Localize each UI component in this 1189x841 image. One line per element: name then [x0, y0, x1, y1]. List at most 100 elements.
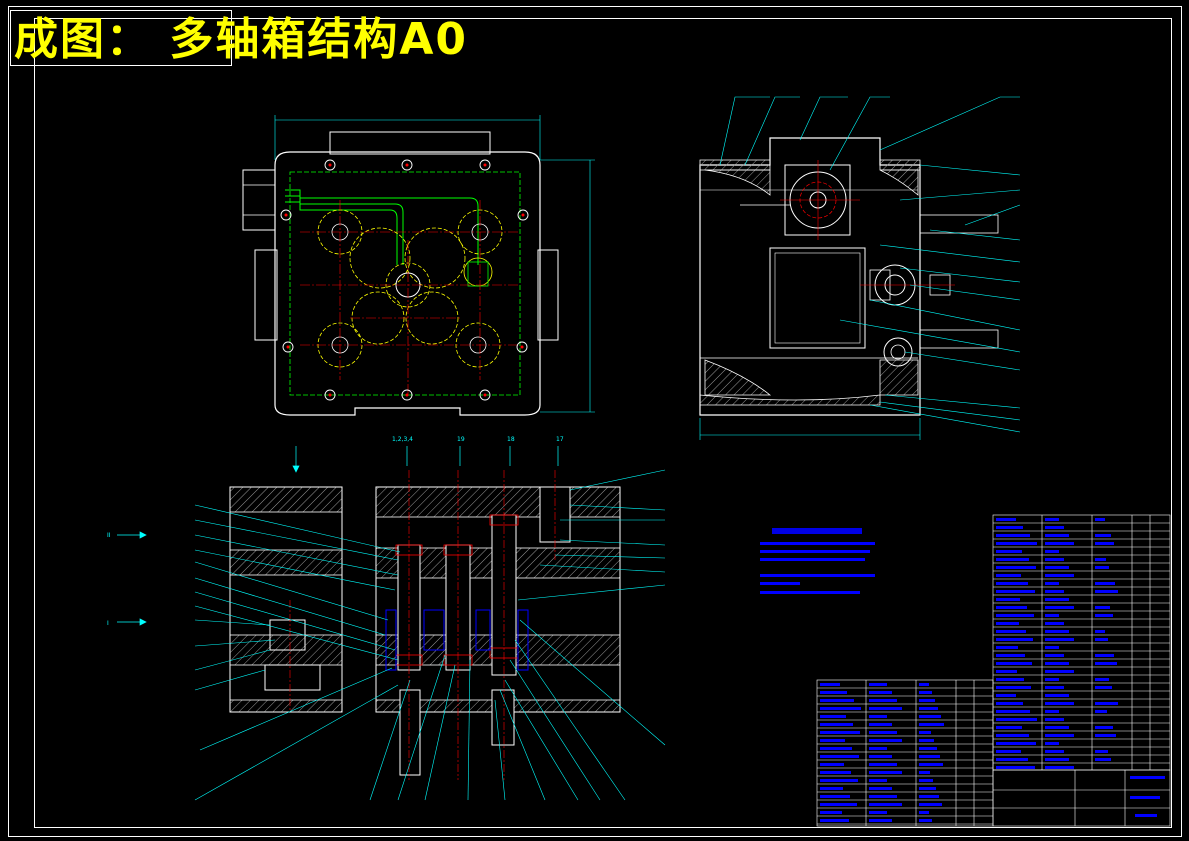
table-entry: [1045, 654, 1064, 657]
table-entry: [820, 771, 851, 774]
hidden-inner-outline: [289, 171, 521, 396]
table-entry: [1045, 678, 1059, 681]
table-entry: [1045, 702, 1074, 705]
top-cover: [329, 131, 491, 155]
bolt-holes: [280, 159, 529, 401]
table-entry: [919, 771, 930, 774]
arrow-label: II: [107, 532, 111, 539]
table-entry: [1045, 542, 1074, 545]
table-entry: [820, 819, 849, 822]
oil-pump: [242, 169, 276, 231]
table-entry: [919, 795, 939, 798]
table-entry: [869, 715, 887, 718]
table-entry: [996, 742, 1036, 745]
table-entry: [1045, 670, 1074, 673]
table-entry: [1045, 750, 1064, 753]
table-entry: [919, 763, 943, 766]
table-entry: [869, 779, 887, 782]
table-entry: [1045, 694, 1069, 697]
table-entry: [820, 811, 842, 814]
table-entry: [869, 739, 902, 742]
table-entry: [919, 723, 944, 726]
title-box: [10, 10, 232, 66]
section-label: 19: [457, 436, 465, 443]
table-entry: [996, 694, 1016, 697]
table-entry: [996, 702, 1023, 705]
table-entry: [919, 699, 935, 702]
table-entry: [1045, 686, 1064, 689]
drawing-frame: [34, 18, 1172, 828]
table-entry: [996, 670, 1017, 673]
table-entry: [996, 542, 1037, 545]
table-entry: [1045, 662, 1069, 665]
table-entry: [1130, 796, 1160, 799]
section-view: 1,2,3,4 19 18 17 II I: [107, 436, 666, 801]
table-entry: [1045, 766, 1074, 769]
table-entry: [1045, 630, 1069, 633]
table-entry: [1045, 550, 1059, 553]
section-label: 17: [556, 436, 564, 443]
table-entry: [1045, 534, 1069, 537]
table-entry: [996, 598, 1020, 601]
table-entry: [820, 707, 861, 710]
table-entry: [1045, 758, 1069, 761]
table-entry: [1095, 518, 1105, 521]
table-entry: [919, 787, 936, 790]
table-entry: [996, 734, 1029, 737]
table-entry: [1095, 758, 1111, 761]
table-entry: [996, 758, 1028, 761]
table-entry: [869, 747, 887, 750]
table-entry: [996, 558, 1029, 561]
table-entry: [820, 779, 858, 782]
table-entry: [1045, 598, 1069, 601]
table-entry: [919, 739, 934, 742]
table-entry: [1045, 582, 1059, 585]
table-entry: [1045, 526, 1064, 529]
table-entry: [820, 795, 850, 798]
table-entry: [1095, 726, 1113, 729]
parts-list-entries: [820, 518, 1165, 822]
table-entry: [1095, 582, 1115, 585]
table-entry: [820, 683, 840, 686]
table-entry: [996, 726, 1022, 729]
drawing-title: 成图： 多轴箱结构A0: [14, 14, 468, 65]
table-entry: [1045, 726, 1069, 729]
table-entry: [996, 750, 1021, 753]
shaft: [491, 514, 517, 676]
table-entry: [1045, 574, 1074, 577]
side-leaders: [719, 96, 1021, 433]
table-entry: [996, 678, 1024, 681]
table-entry: [820, 715, 846, 718]
table-entry: [1095, 638, 1108, 641]
table-entry: [1095, 702, 1118, 705]
table-entry: [996, 646, 1018, 649]
table-entry: [1045, 614, 1059, 617]
gear: [349, 227, 411, 289]
table-entry: [919, 819, 932, 822]
table-entry: [1045, 638, 1074, 641]
table-entry: [869, 787, 892, 790]
table-entry: [869, 691, 892, 694]
table-entry: [1095, 734, 1116, 737]
table-entry: [869, 819, 892, 822]
table-entry: [919, 715, 941, 718]
table-entry: [820, 803, 857, 806]
table-entry: [1095, 662, 1117, 665]
table-entry: [996, 574, 1021, 577]
section-leaders-left: [194, 504, 401, 801]
table-entry: [1095, 678, 1109, 681]
table-entry: [820, 691, 847, 694]
table-entry: [820, 787, 843, 790]
table-entry: [919, 691, 932, 694]
table-entry: [996, 606, 1027, 609]
table-entry: [869, 683, 887, 686]
section-label: 1,2,3,4: [392, 436, 413, 443]
table-entry: [996, 654, 1025, 657]
oil-pipe: [285, 189, 479, 265]
table-entry: [820, 699, 854, 702]
table-entry: [869, 763, 897, 766]
table-entry: [820, 763, 844, 766]
table-entry: [820, 747, 852, 750]
table-entry: [996, 662, 1032, 665]
table-entry: [996, 614, 1034, 617]
